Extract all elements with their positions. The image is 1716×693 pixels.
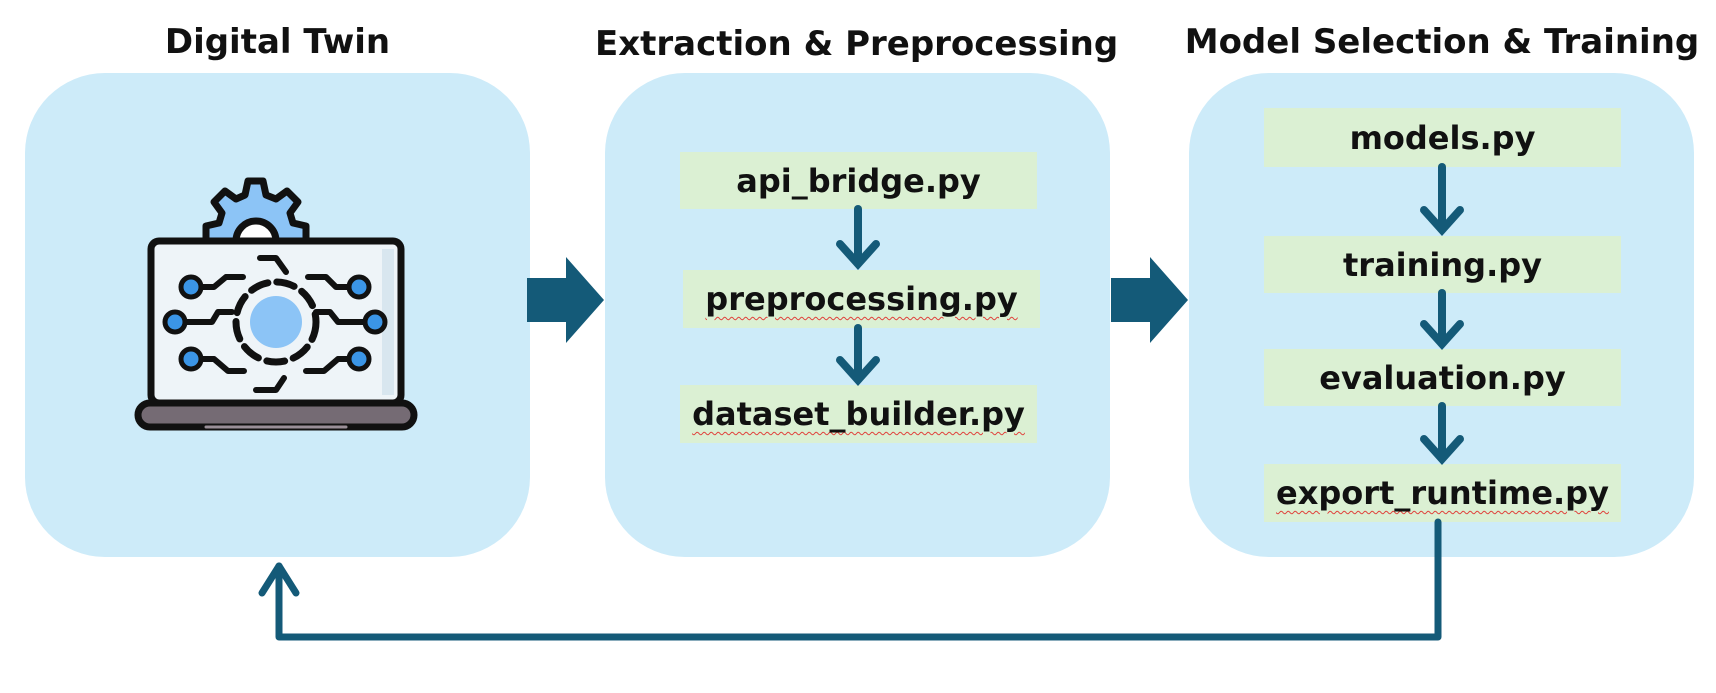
file-box-models: models.py (1264, 108, 1621, 167)
file-label: dataset_builder.py (692, 395, 1025, 433)
down-arrow (836, 324, 880, 386)
file-box-preprocessing: preprocessing.py (683, 270, 1040, 328)
block-arrow-1 (527, 257, 604, 343)
digital-twin-title: Digital Twin (164, 22, 391, 62)
file-label: evaluation.py (1319, 358, 1566, 397)
down-arrow (1420, 289, 1464, 350)
model-title: Model Selection & Training (1184, 22, 1700, 62)
laptop-gear-circuit-icon (134, 177, 418, 431)
block-arrow-2 (1111, 257, 1188, 343)
extraction-title: Extraction & Preprocessing (595, 24, 1119, 64)
feedback-loop-arrow (258, 518, 1442, 641)
down-arrow (1420, 402, 1464, 465)
file-label: preprocessing.py (705, 280, 1018, 318)
file-box-training: training.py (1264, 236, 1621, 293)
file-box-evaluation: evaluation.py (1264, 349, 1621, 406)
file-box-dataset-builder: dataset_builder.py (680, 385, 1037, 443)
file-label: training.py (1343, 245, 1542, 284)
file-box-api-bridge: api_bridge.py (680, 152, 1037, 209)
down-arrow (1420, 163, 1464, 236)
file-label: models.py (1349, 118, 1536, 157)
file-label: api_bridge.py (736, 161, 981, 200)
gear-icon (202, 177, 310, 245)
file-label: export_runtime.py (1276, 474, 1609, 512)
file-box-export-runtime: export_runtime.py (1264, 464, 1621, 522)
down-arrow (836, 205, 880, 270)
